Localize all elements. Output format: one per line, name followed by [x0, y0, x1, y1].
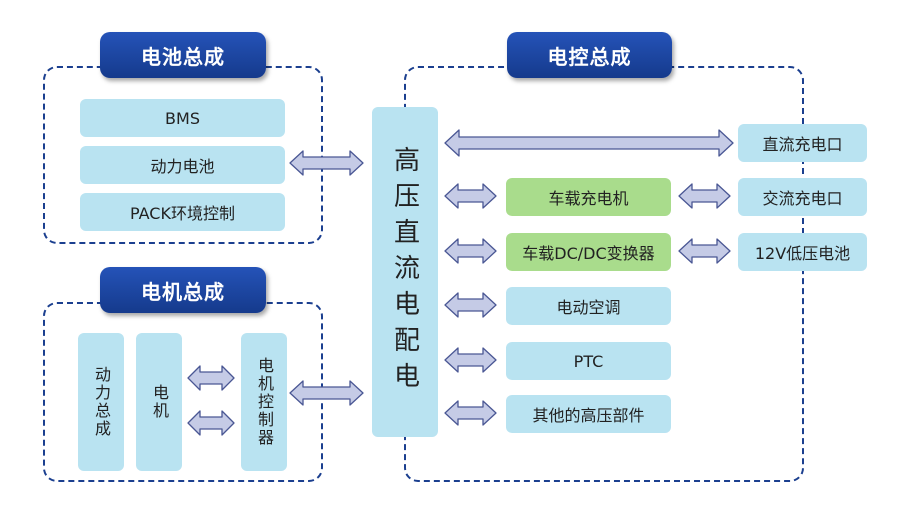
arrow-dcdc-lv-battery [678, 238, 731, 264]
other-hv-parts-box: 其他的高压部件 [506, 395, 671, 433]
electric-ac-box: 电动空调 [506, 287, 671, 325]
powertrain-box: 动力总成 [78, 333, 124, 471]
ac-charging-port-box: 交流充电口 [738, 178, 867, 216]
motor-controller-box: 电机控制器 [241, 333, 287, 471]
bms-box: BMS [80, 99, 285, 137]
arrow-controller-bus [289, 380, 364, 406]
arrow-motor-controller-1 [187, 365, 235, 391]
dc-charging-port-box: 直流充电口 [738, 124, 867, 162]
arrow-bus-ptc [444, 347, 497, 373]
arrow-motor-controller-2 [187, 410, 235, 436]
arrow-charger-ac-port [678, 183, 731, 209]
arrow-bus-other [444, 400, 497, 426]
onboard-charger-box: 车载充电机 [506, 178, 671, 216]
electric-control-title: 电控总成 [507, 32, 672, 78]
pack-env-control-box: PACK环境控制 [80, 193, 285, 231]
dcdc-converter-box: 车载DC/DC变换器 [506, 233, 671, 271]
motor-box: 电机 [136, 333, 182, 471]
lv-battery-box: 12V低压电池 [738, 233, 867, 271]
arrow-bus-electric-ac [444, 292, 497, 318]
arrow-bus-dc-port [444, 129, 734, 157]
arrow-battery-bus [289, 150, 364, 176]
arrow-bus-charger [444, 183, 497, 209]
hv-dc-distribution-bus: 高压直流电配电 [372, 107, 438, 437]
battery-assembly-title: 电池总成 [100, 32, 266, 78]
motor-assembly-title: 电机总成 [100, 267, 266, 313]
arrow-bus-dcdc [444, 238, 497, 264]
power-battery-box: 动力电池 [80, 146, 285, 184]
ptc-box: PTC [506, 342, 671, 380]
